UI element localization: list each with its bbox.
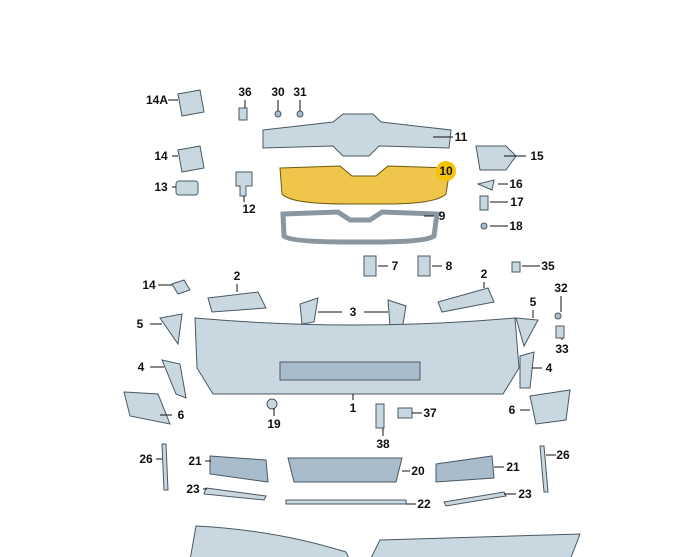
callout-2-right[interactable]: 2 — [480, 267, 488, 281]
part-5-left — [159, 313, 183, 346]
callout-17[interactable]: 17 — [510, 195, 524, 209]
callout-10-highlighted[interactable]: 10 — [436, 161, 456, 181]
callout-23-right[interactable]: 23 — [518, 487, 532, 501]
callout-14[interactable]: 14 — [154, 149, 168, 163]
callout-13[interactable]: 13 — [154, 180, 168, 194]
callout-35[interactable]: 35 — [541, 259, 555, 273]
callout-11[interactable]: 11 — [454, 130, 468, 144]
part-1-bumper — [194, 317, 520, 395]
bumper-opening — [279, 361, 421, 381]
callout-16[interactable]: 16 — [509, 177, 523, 191]
part-32 — [554, 312, 562, 320]
part-19 — [266, 398, 278, 410]
part-9-frame — [280, 209, 440, 245]
part-11 — [262, 113, 452, 157]
callout-9[interactable]: 9 — [438, 209, 446, 223]
part-17 — [479, 195, 489, 211]
part-15 — [475, 145, 517, 171]
part-4-left — [161, 359, 187, 399]
callout-23-left[interactable]: 23 — [186, 482, 200, 496]
part-14a — [177, 89, 205, 117]
callout-20[interactable]: 20 — [411, 464, 425, 478]
part-37 — [397, 407, 413, 419]
part-5-right — [515, 317, 539, 348]
part-7 — [363, 255, 377, 277]
callout-26-left[interactable]: 26 — [139, 452, 153, 466]
part-skid-plate — [370, 533, 581, 557]
part-22 — [285, 499, 407, 505]
part-35 — [511, 261, 521, 273]
callout-5-right[interactable]: 5 — [529, 295, 537, 309]
callout-1[interactable]: 1 — [349, 401, 357, 415]
part-26-left — [161, 443, 169, 491]
callout-22[interactable]: 22 — [417, 497, 431, 511]
callout-31[interactable]: 31 — [293, 85, 307, 99]
part-21-right — [435, 455, 495, 483]
callout-6-left[interactable]: 6 — [177, 408, 185, 422]
part-3-left — [299, 297, 319, 325]
part-6-right — [529, 389, 571, 425]
part-26-right — [539, 445, 549, 493]
part-23-right — [443, 491, 507, 507]
callout-6-right[interactable]: 6 — [508, 403, 516, 417]
callout-30[interactable]: 30 — [271, 85, 285, 99]
callout-21-left[interactable]: 21 — [188, 454, 202, 468]
part-14-left — [171, 279, 191, 295]
callout-4-left[interactable]: 4 — [137, 360, 145, 374]
callout-14-lower[interactable]: 14 — [142, 278, 156, 292]
callout-26-right[interactable]: 26 — [556, 448, 570, 462]
part-12 — [235, 171, 253, 197]
part-2-left — [207, 291, 267, 313]
part-8 — [417, 255, 431, 277]
part-2-right — [437, 287, 495, 313]
callout-2-left[interactable]: 2 — [233, 269, 241, 283]
callout-3[interactable]: 3 — [349, 305, 357, 319]
callout-15[interactable]: 15 — [530, 149, 544, 163]
part-spoiler-left — [190, 525, 350, 557]
callout-12[interactable]: 12 — [242, 202, 256, 216]
part-20-grille — [287, 457, 403, 483]
part-14 — [177, 145, 205, 173]
part-33 — [555, 325, 565, 339]
part-4-right — [519, 351, 535, 389]
callout-38[interactable]: 38 — [376, 437, 390, 451]
part-38 — [375, 403, 385, 429]
part-36 — [238, 107, 248, 121]
callout-19[interactable]: 19 — [267, 417, 281, 431]
callout-5-left[interactable]: 5 — [136, 317, 144, 331]
callout-18[interactable]: 18 — [509, 219, 523, 233]
callout-4-right[interactable]: 4 — [545, 361, 553, 375]
part-13 — [175, 180, 199, 196]
part-30 — [274, 110, 282, 118]
part-18 — [480, 222, 488, 230]
callout-32[interactable]: 32 — [554, 281, 568, 295]
callout-36[interactable]: 36 — [238, 85, 252, 99]
part-23-left — [203, 487, 267, 501]
callout-21-right[interactable]: 21 — [506, 460, 520, 474]
part-16 — [476, 179, 495, 191]
part-10-grille — [279, 165, 451, 205]
part-21-left — [209, 455, 269, 483]
callout-33[interactable]: 33 — [555, 342, 569, 356]
callout-7[interactable]: 7 — [391, 259, 399, 273]
part-31 — [296, 110, 304, 118]
part-6-left — [123, 391, 171, 425]
callout-37[interactable]: 37 — [423, 406, 437, 420]
callout-8[interactable]: 8 — [445, 259, 453, 273]
callout-14a[interactable]: 14A — [145, 93, 169, 107]
leader-lines — [150, 99, 563, 505]
